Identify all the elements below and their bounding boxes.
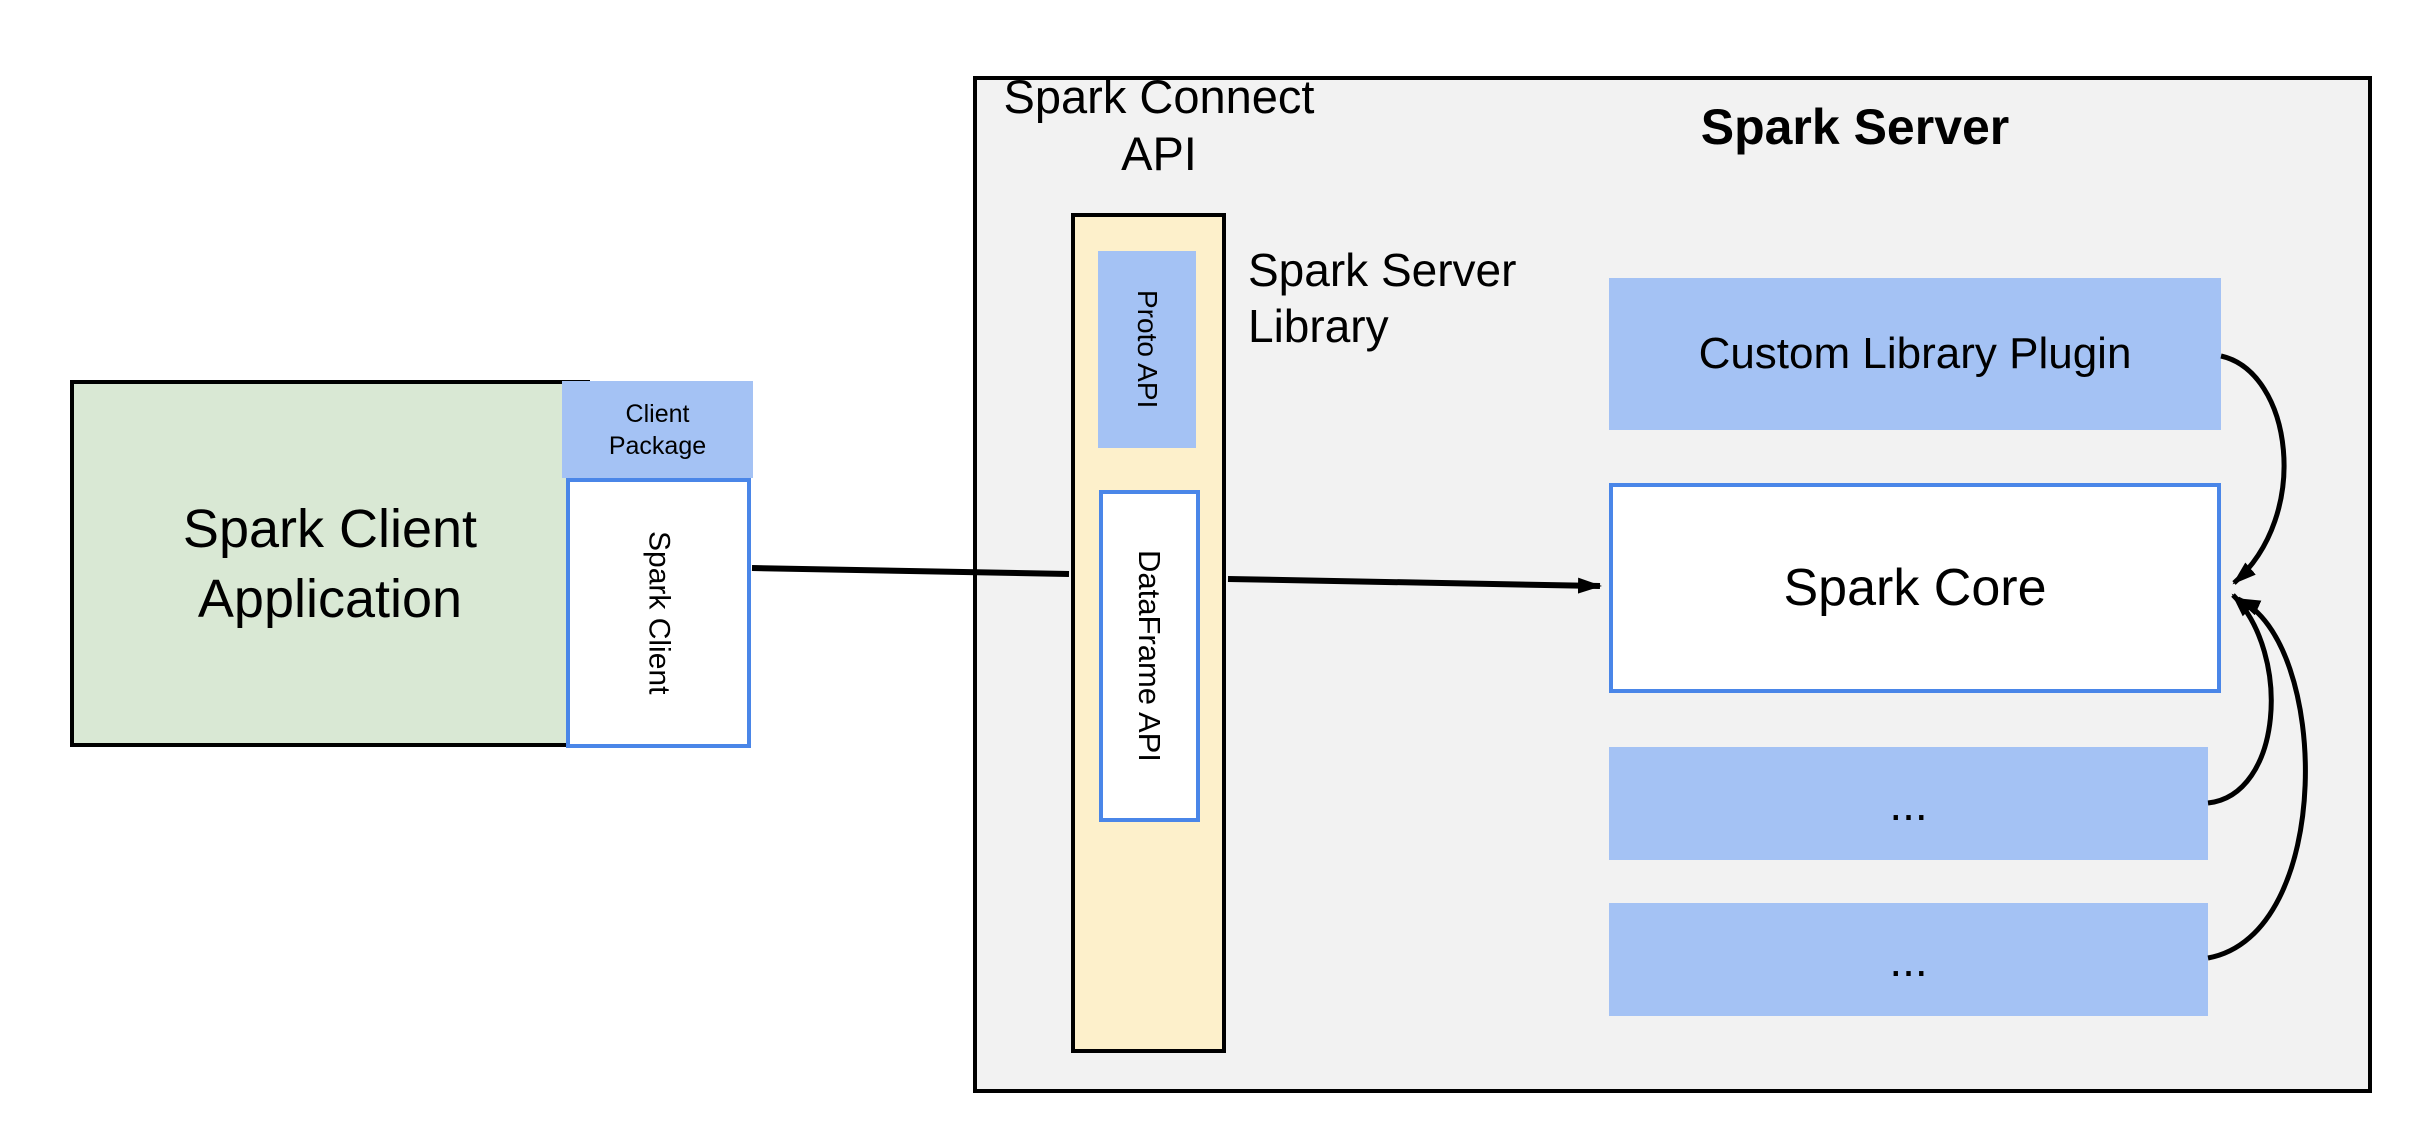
spark-server-library-label: Spark Server Library [1248, 242, 1668, 354]
spark-core-box: Spark Core [1609, 483, 2221, 693]
spark-client-label: Spark Client [642, 531, 676, 695]
module-box-2: ... [1609, 903, 2208, 1016]
client-package-label-line2: Package [608, 431, 707, 460]
spark-connect-api-label-line2: API [1121, 127, 1197, 180]
proto-api-label: Proto API [1132, 290, 1163, 409]
client-package-label-line1: Client [625, 399, 690, 428]
client-package-box: Client Package [562, 381, 753, 478]
custom-library-plugin-label: Custom Library Plugin [1698, 329, 2132, 378]
dataframe-api-label: DataFrame API [1132, 550, 1167, 762]
dataframe-api-box: DataFrame API [1099, 490, 1200, 822]
spark-server-title: Spark Server [1700, 99, 2010, 155]
spark-connect-api-label-line1: Spark Connect [1003, 70, 1315, 123]
module-box-1-label: ... [1889, 777, 1928, 830]
proto-api-box: Proto API [1098, 251, 1196, 448]
spark-client-application-box [70, 380, 590, 747]
spark-server-library-label-line2: Library [1248, 300, 1389, 352]
custom-library-plugin-box: Custom Library Plugin [1609, 278, 2221, 430]
spark-client-application-label-line2: Application [197, 568, 463, 629]
spark-client-box: Spark Client [566, 478, 751, 748]
spark-server-library-label-line1: Spark Server [1248, 244, 1517, 296]
spark-client-application-label: Spark Client Application [70, 380, 590, 747]
spark-connect-api-label: Spark Connect API [959, 68, 1359, 182]
spark-client-application-label-line1: Spark Client [182, 498, 478, 559]
spark-core-label: Spark Core [1783, 559, 2047, 617]
module-box-2-label: ... [1889, 933, 1928, 986]
module-box-1: ... [1609, 747, 2208, 860]
